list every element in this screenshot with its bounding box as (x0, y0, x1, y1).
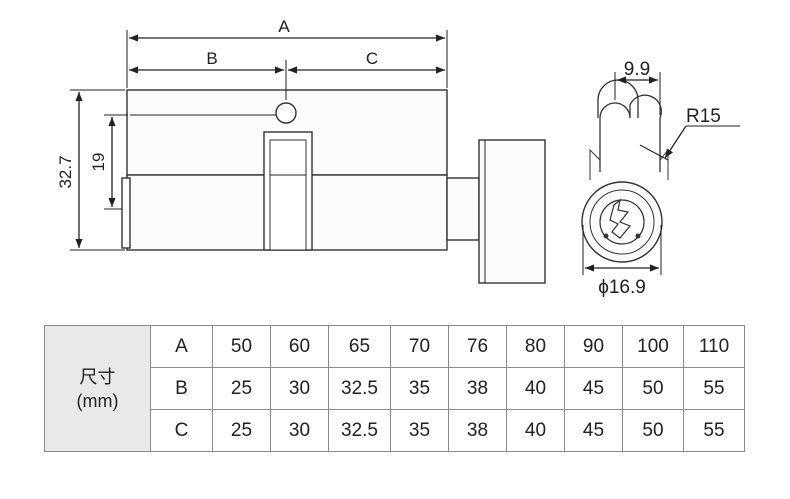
lock-cylinder-diagram: A B C 32.7 19 (56, 17, 740, 298)
table-cell: 40 (506, 367, 565, 410)
dimension-height-total: 32.7 (56, 89, 125, 251)
table-cell: 90 (564, 325, 623, 368)
table-cell: 30 (270, 367, 329, 410)
table-cell: 45 (564, 367, 623, 410)
cylinder-side-view (121, 89, 546, 284)
row-label: C (150, 409, 213, 452)
size-table: 尺寸 (mm) A 50 60 65 70 76 80 90 100 110 B… (44, 325, 745, 452)
dim-b-label: B (206, 49, 217, 68)
cylinder-front-view (581, 79, 669, 263)
table-cell: 30 (270, 409, 329, 452)
table-cell: 40 (506, 409, 565, 452)
table-cell: 38 (448, 367, 507, 410)
row-label: B (150, 367, 213, 410)
dimension-radius: R15 (639, 106, 740, 161)
table-cell: 60 (270, 325, 329, 368)
dim-c-label: C (366, 49, 378, 68)
table-cell: 38 (448, 409, 507, 452)
table-cell: 32.5 (328, 367, 391, 410)
dim-cam-width-label: 9.9 (624, 59, 650, 80)
dimension-height-inner: 19 (89, 114, 128, 210)
row-label: A (150, 325, 213, 368)
dim-diameter-label: ϕ16.9 (598, 277, 646, 298)
table-header-unit: (mm) (76, 390, 119, 411)
table-cell: 32.5 (328, 409, 391, 452)
table-cell: 45 (564, 409, 623, 452)
dimension-diameter: ϕ16.9 (582, 225, 662, 298)
dim-height-total-label: 32.7 (56, 155, 75, 188)
table-cell: 70 (390, 325, 449, 368)
table-row: B 25 30 32.5 35 38 40 45 50 55 (45, 367, 745, 410)
table-header-label: 尺寸 (79, 366, 116, 387)
table-cell: 55 (683, 367, 745, 410)
table-cell: 76 (448, 325, 507, 368)
table-cell: 55 (683, 409, 745, 452)
dim-a-label: A (278, 17, 290, 36)
table-cell: 35 (390, 367, 449, 410)
dim-height-inner-label: 19 (89, 153, 108, 172)
table-cell: 25 (212, 367, 271, 410)
keyway-icon (609, 198, 631, 239)
table-cell: 50 (622, 367, 684, 410)
table-cell: 110 (683, 325, 745, 368)
table-cell: 25 (212, 409, 271, 452)
table-cell: 100 (622, 325, 684, 368)
table-cell: 35 (390, 409, 449, 452)
screw-hole-icon (275, 102, 297, 124)
table-header-cell: 尺寸 (mm) (44, 325, 151, 452)
dimension-b-c: B C (129, 49, 445, 100)
dim-radius-label: R15 (686, 106, 721, 127)
table-cell: 50 (212, 325, 271, 368)
dimension-a: A (126, 17, 448, 88)
table-cell: 80 (506, 325, 565, 368)
dimension-cam-width: 9.9 (614, 59, 661, 115)
table-cell: 50 (622, 409, 684, 452)
table-row: 尺寸 (mm) A 50 60 65 70 76 80 90 100 110 (44, 325, 745, 452)
table-cell: 65 (328, 325, 391, 368)
table-row: C 25 30 32.5 35 38 40 45 50 55 (45, 409, 745, 452)
